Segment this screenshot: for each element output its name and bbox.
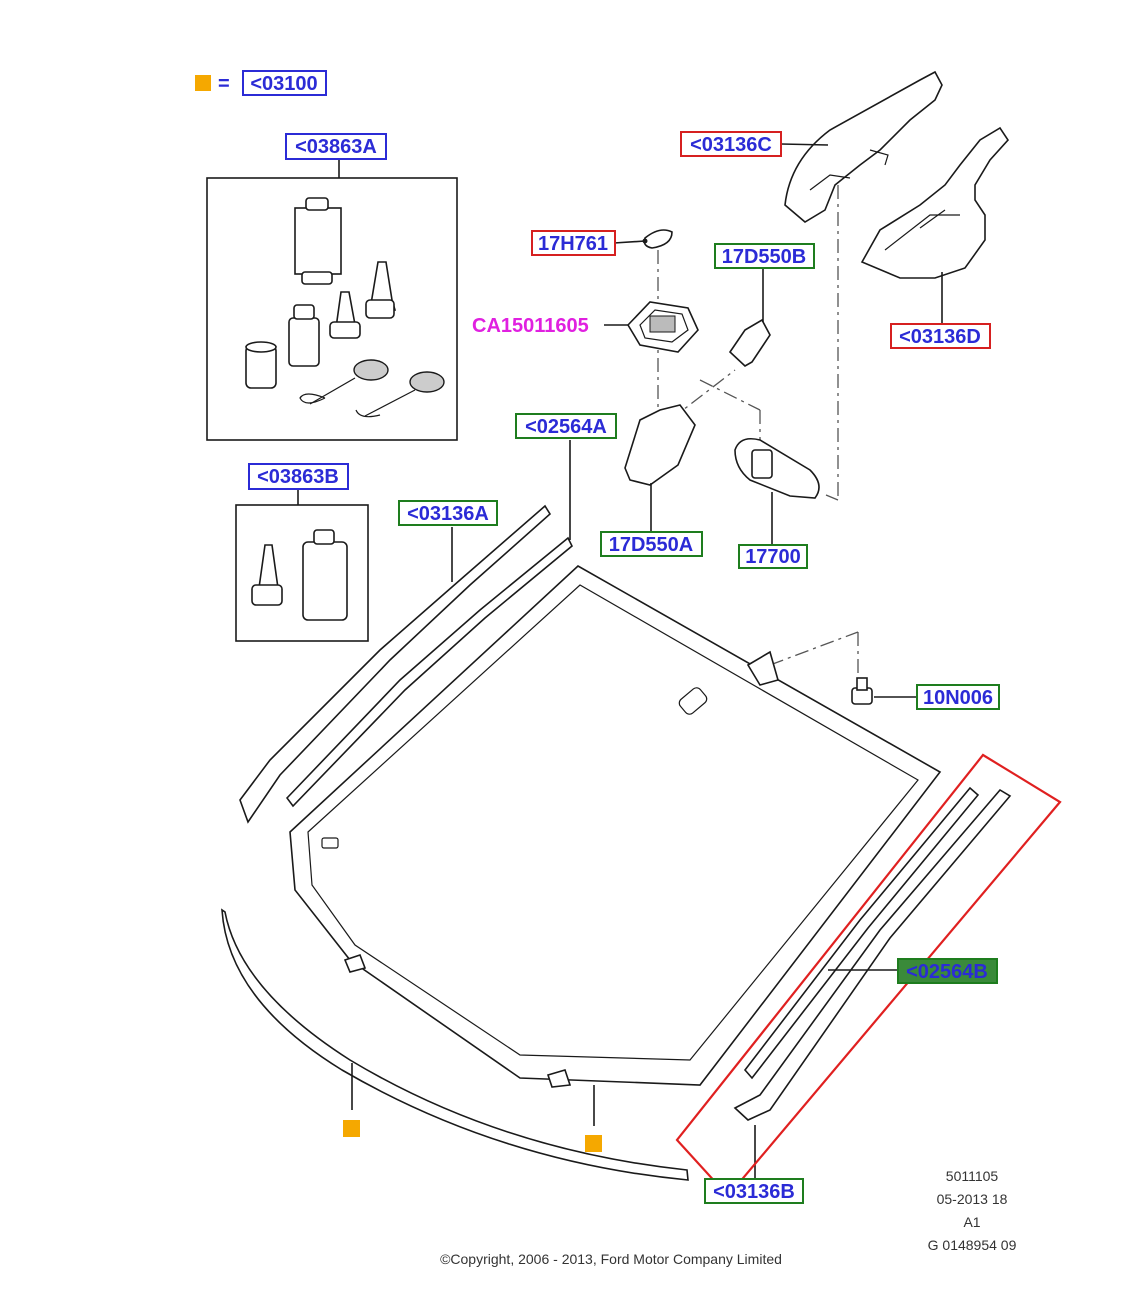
- callout-17d550b[interactable]: 17D550B: [714, 243, 815, 269]
- guide-line: [699, 379, 761, 411]
- cowl-seal: [221, 908, 689, 1181]
- a-pillar-trim-right: [733, 786, 1012, 1121]
- footer-date: 05-2013 18: [937, 1191, 1008, 1207]
- mirror-cover-upper: [784, 70, 943, 223]
- a-pillar-trim-left: [239, 504, 552, 824]
- callout-03136b[interactable]: <03136B: [704, 1178, 804, 1204]
- bolt-10n006: [851, 677, 873, 705]
- mirror-cover-lower: [860, 126, 1010, 279]
- footer-drawing-id: G 0148954 09: [928, 1237, 1017, 1253]
- legend-equals: =: [218, 73, 230, 95]
- callout-17d550a[interactable]: 17D550A: [600, 531, 703, 557]
- callout-17d550b-text: 17D550B: [722, 246, 807, 268]
- callout-03136a[interactable]: <03136A: [398, 500, 498, 526]
- callout-17700-text: 17700: [745, 546, 801, 568]
- callout-03136c-text: <03136C: [690, 134, 772, 156]
- callout-02564b[interactable]: <02564B: [897, 958, 998, 984]
- kit-03863a-group: [206, 160, 458, 441]
- rear-view-mirror: [734, 437, 820, 499]
- guide-line: [769, 631, 859, 666]
- callout-17h761[interactable]: 17H761: [531, 230, 616, 256]
- marker-icon-center: [585, 1135, 602, 1152]
- kit-03863b-group: [235, 490, 369, 642]
- windscreen-glass: [289, 565, 942, 1088]
- callout-03136a-text: <03136A: [407, 503, 489, 525]
- footer-doc-number: 5011105: [946, 1168, 999, 1184]
- footer-revision: A1: [963, 1214, 980, 1230]
- callout-10n006-text: 10N006: [923, 687, 993, 709]
- callout-02564a[interactable]: <02564A: [515, 413, 617, 439]
- marker-icon-left: [343, 1120, 360, 1137]
- guide-line: [825, 494, 839, 501]
- sensor-cover-17d550a: [624, 404, 696, 486]
- callout-03863a[interactable]: <03863A: [285, 133, 387, 160]
- callout-17d550a-text: 17D550A: [609, 534, 694, 556]
- callout-03136b-text: <03136B: [713, 1181, 795, 1203]
- callout-17700[interactable]: 17700: [738, 544, 808, 569]
- callout-03863a-text: <03863A: [295, 136, 377, 158]
- mirror-bracket-17d550b: [728, 318, 771, 367]
- callout-02564a-text: <02564A: [525, 416, 607, 438]
- callout-03136d-text: <03136D: [899, 326, 981, 348]
- callout-10n006[interactable]: 10N006: [916, 684, 1000, 710]
- callout-02564b-text: <02564B: [906, 961, 988, 983]
- callout-03136d[interactable]: <03136D: [890, 323, 991, 349]
- legend-ref-callout[interactable]: <03100: [242, 70, 327, 96]
- callout-03136c[interactable]: <03136C: [680, 131, 782, 157]
- callout-03863b-text: <03863B: [257, 466, 339, 488]
- callout-17h761-text: 17H761: [538, 233, 608, 255]
- windscreen-seal-left: [285, 536, 573, 808]
- footer-copyright: ©Copyright, 2006 - 2013, Ford Motor Comp…: [440, 1251, 782, 1267]
- legend-marker-icon: [195, 75, 211, 91]
- callout-ca15011605-text[interactable]: CA15011605: [472, 315, 589, 337]
- callout-03863b[interactable]: <03863B: [248, 463, 349, 490]
- rain-sensor-pad: [643, 229, 673, 249]
- rain-sensor: [626, 301, 699, 353]
- legend-ref-text: <03100: [250, 73, 317, 95]
